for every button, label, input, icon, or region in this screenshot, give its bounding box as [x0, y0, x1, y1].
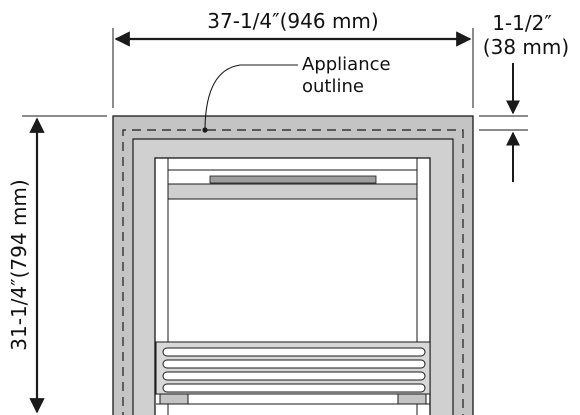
grill-slat [162, 359, 426, 369]
callout-leader [204, 64, 298, 129]
callout-dot [202, 127, 208, 133]
clearance-label-line2: (38 mm) [483, 35, 569, 59]
callout-label-line1: Appliance [302, 54, 391, 75]
grill-slat [162, 371, 426, 381]
foot-left [159, 393, 189, 405]
foot-right [397, 393, 427, 405]
firebox-inner-edge [167, 157, 418, 415]
top-vent [209, 175, 377, 184]
grill-slat [162, 383, 426, 393]
clearance-label-line1: 1-1/2″ [492, 11, 552, 35]
width-dimension-label: 37-1/4″(946 mm) [207, 9, 378, 33]
grill-slat [162, 347, 426, 357]
top-shelf [167, 183, 418, 200]
callout-label-line2: outline [302, 76, 364, 97]
height-dimension-label: 31-1/4″(794 mm) [7, 179, 31, 350]
